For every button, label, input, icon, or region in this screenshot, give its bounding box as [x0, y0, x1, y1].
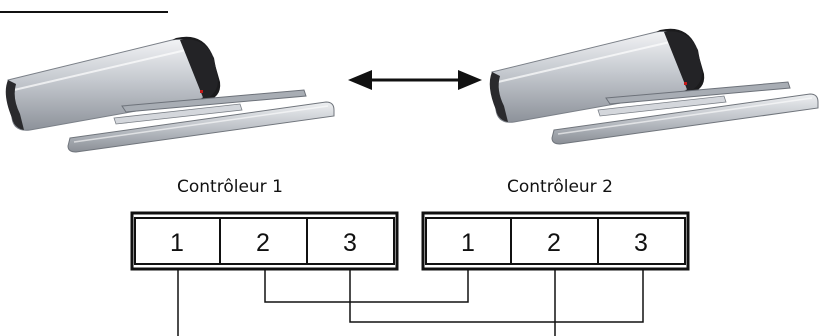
terminal-2-2: 2: [547, 229, 561, 257]
terminal-2-1: 1: [461, 229, 475, 257]
terminal-2-3: 3: [634, 229, 648, 257]
controller-2-label: Contrôleur 2: [507, 177, 613, 197]
door-operator-icon: [4, 35, 335, 153]
terminal-block-1: 1 2 3: [130, 211, 399, 271]
controller-1-label: Contrôleur 1: [177, 177, 283, 197]
terminal-block-2: 1 2 3: [421, 211, 690, 271]
double-arrow-icon: [348, 70, 482, 90]
door-operator-icon: [488, 27, 819, 145]
wire-c1-2-to-c2-1: [264, 269, 469, 303]
terminal-1-3: 3: [343, 229, 357, 257]
terminal-1-2: 2: [256, 229, 270, 257]
wire-c1-3-to-c2-3: [349, 269, 644, 323]
terminal-1-1: 1: [170, 229, 184, 257]
wiring: [177, 269, 644, 336]
